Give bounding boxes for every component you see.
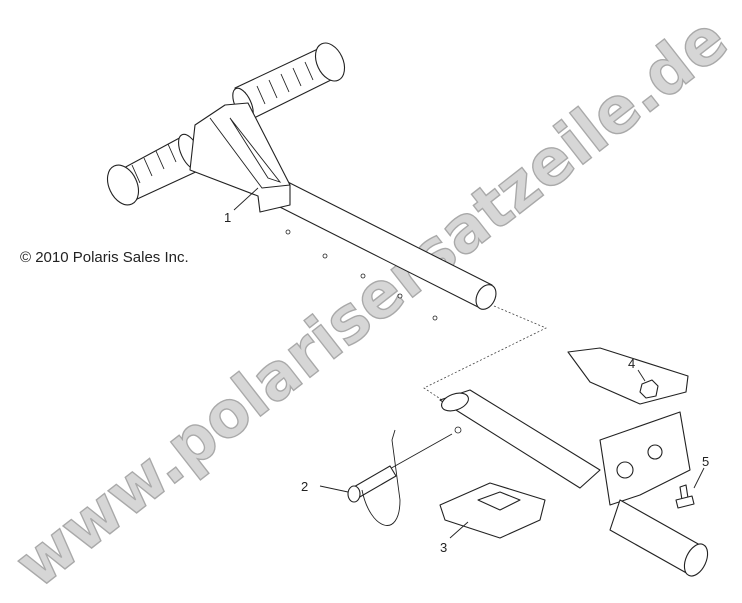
part-4-nut: 4 — [628, 356, 659, 399]
callout-5: 5 — [702, 454, 709, 469]
part-1-t-handle: 1 — [106, 42, 497, 321]
assembly-line — [423, 305, 547, 401]
part-3-hitch-bracket: 3 — [439, 347, 709, 577]
callout-1: 1 — [224, 210, 231, 225]
callout-4: 4 — [628, 356, 635, 371]
copyright-text: © 2010 Polaris Sales Inc. — [20, 249, 189, 266]
part-5-bolt: 5 — [675, 454, 709, 509]
callout-3: 3 — [440, 540, 447, 555]
part-2-hitch-pin: 2 — [301, 429, 453, 526]
callout-2: 2 — [301, 479, 308, 494]
